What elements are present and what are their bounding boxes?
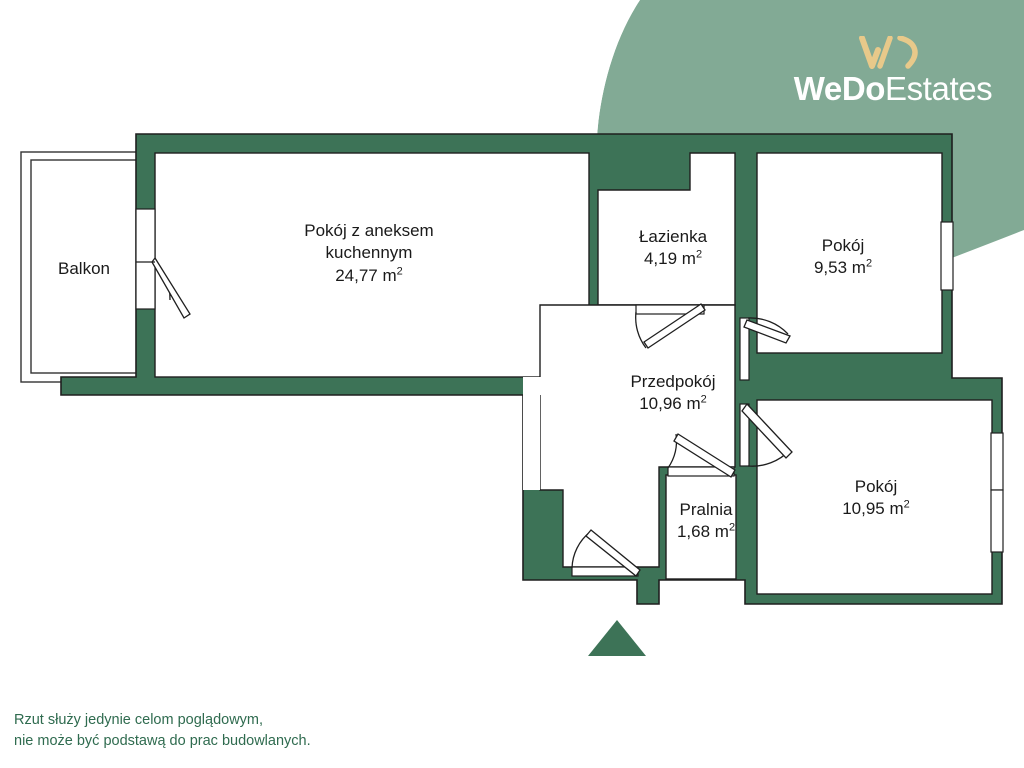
door-balcony [136, 256, 191, 319]
disclaimer-line-1: Rzut służy jedynie celom poglądowym, [14, 712, 264, 728]
door-pokoj-9-53 [739, 317, 791, 381]
door-lazienka [635, 303, 706, 349]
brand-wordmark: WeDoEstates [778, 70, 1008, 108]
apartment-walls [60, 133, 1003, 605]
disclaimer-line-2: nie może być podstawą do prac budowlanyc… [14, 733, 311, 750]
brand-logo: WeDoEstates [778, 36, 1008, 116]
door-entrance [571, 529, 641, 577]
door-pralnia [667, 433, 736, 478]
brand-name-bold: WeDo [793, 70, 886, 107]
entrance-arrow-icon [588, 620, 646, 656]
disclaimer-text: Rzut służy jedynie celom poglądowym, nie… [14, 710, 534, 752]
brand-name-light: Estates [885, 70, 993, 107]
balcony-outline [20, 151, 150, 383]
wedo-monogram-icon [859, 36, 918, 69]
door-pokoj-10-95 [739, 402, 793, 467]
doors [136, 256, 793, 577]
